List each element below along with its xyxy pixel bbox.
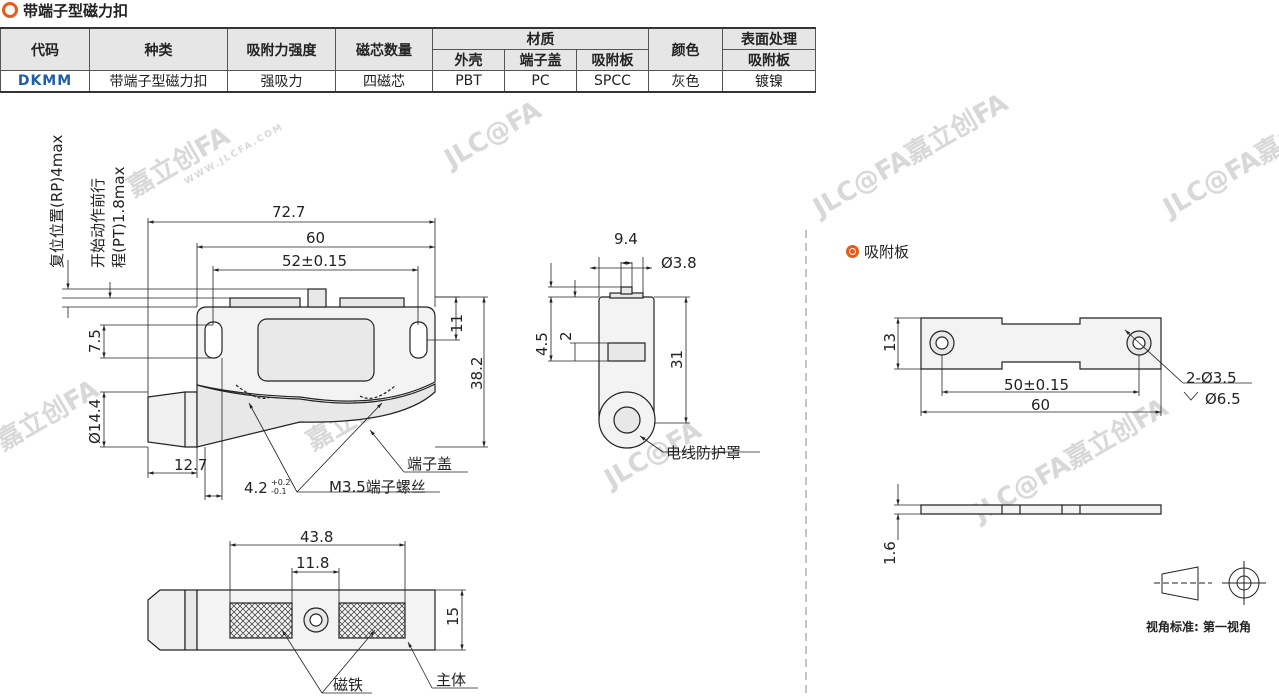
dim-9-4: 9.4 <box>614 230 638 248</box>
cell-surface: 镀镍 <box>722 70 816 93</box>
th-code: 代码 <box>0 27 90 71</box>
spec-table: 代码 种类 吸附力强度 磁芯数量 材质 颜色 表面处理 外壳 端子盖 吸附板 吸… <box>0 27 816 93</box>
dot-bullet-icon <box>846 245 859 258</box>
countersink: Ø6.5 <box>1205 390 1241 408</box>
screw-hidden-right <box>359 384 397 399</box>
callout-screw: M3.5端子螺丝 <box>329 478 426 496</box>
cell-color: 灰色 <box>648 70 723 93</box>
side-dims <box>548 257 760 453</box>
dim-43-8: 43.8 <box>300 528 333 546</box>
dim-72-7: 72.7 <box>272 203 305 221</box>
plate-side-dims <box>894 484 921 540</box>
projection-cone-icon <box>1161 566 1199 601</box>
plate-dim-labels: 50±0.15 60 2-Ø3.5 Ø6.5 13 <box>881 333 1241 414</box>
plate-side <box>920 504 1162 515</box>
cable-inner-circle <box>613 406 641 434</box>
hole-count: 2-Ø3.5 <box>1186 369 1237 387</box>
top-pad-left <box>229 297 301 308</box>
dim-11-8: 11.8 <box>296 554 329 572</box>
th-terminal-cover: 端子盖 <box>504 49 577 71</box>
dim-d14-4: Ø14.4 <box>86 399 104 444</box>
dim-50: 50±0.15 <box>1004 376 1069 394</box>
side-dim-labels: 9.4 Ø3.8 电线防护罩 4.5 2 31 <box>533 230 741 462</box>
ring-bullet-icon <box>2 2 18 18</box>
plate-dims <box>894 317 1252 416</box>
cell-terminal-cover: PC <box>504 70 577 93</box>
dim-13: 13 <box>881 333 899 352</box>
cell-code: DKMM <box>0 70 90 93</box>
callout-cover: 端子盖 <box>407 455 452 473</box>
front-dim-labels: 72.7 60 52±0.15 12.7 4.2 +0.2 -0.1 M3.5端… <box>48 134 486 497</box>
cell-force: 强吸力 <box>227 70 336 93</box>
th-material: 材质 <box>432 27 649 50</box>
mount-slot-left <box>204 321 223 359</box>
cell-cores: 四磁芯 <box>335 70 433 93</box>
magnet-left <box>229 602 293 639</box>
top-dims <box>229 541 478 694</box>
plate-hole-left <box>935 336 949 350</box>
top-pad-right <box>339 297 405 308</box>
cell-type: 带端子型磁力扣 <box>89 70 228 93</box>
label-pretravel-1: 开始动作前行 <box>89 178 107 268</box>
dim-d3-8: Ø3.8 <box>661 254 697 272</box>
tol-lower: -0.1 <box>271 487 287 496</box>
label-reset: 复位位置(RP)4max <box>48 134 66 268</box>
callout-cable: 电线防护罩 <box>666 444 741 462</box>
plate-dim-60: 60 <box>1031 396 1050 414</box>
th-color: 颜色 <box>648 27 723 71</box>
cable-boot <box>147 391 198 448</box>
dim-1-6: 1.6 <box>881 541 899 565</box>
cell-shell: PBT <box>432 70 505 93</box>
tol-upper: +0.2 <box>271 478 290 487</box>
plate-outline <box>920 317 1162 370</box>
first-angle-symbol <box>1154 561 1266 605</box>
th-type: 种类 <box>89 27 228 71</box>
view-note: 视角标准: 第一视角 <box>1146 620 1251 634</box>
th-cores: 磁芯数量 <box>335 27 433 71</box>
top-dim-labels: 43.8 11.8 磁铁 主体 15 <box>296 528 466 694</box>
side-actuator <box>620 286 633 295</box>
dim-60: 60 <box>306 229 325 247</box>
cell-plate: SPCC <box>576 70 649 93</box>
th-plate: 吸附板 <box>576 49 649 71</box>
mount-slot-right <box>409 321 428 359</box>
dim-31: 31 <box>668 350 686 369</box>
dim-4-2: 4.2 <box>244 479 268 497</box>
dim-7-5: 7.5 <box>86 329 104 353</box>
section-title: 带端子型磁力扣 <box>2 0 128 20</box>
front-dims <box>62 218 488 500</box>
label-pretravel-2: 程(PT)1.8max <box>110 166 128 268</box>
top-cable-boot <box>147 589 186 651</box>
dim-15: 15 <box>444 607 462 626</box>
side-clip <box>607 342 646 362</box>
top-center-hole <box>309 613 323 627</box>
th-surface: 表面处理 <box>722 27 816 50</box>
plate-title: 吸附板 <box>846 241 909 262</box>
callout-body: 主体 <box>436 671 466 689</box>
th-surface-plate: 吸附板 <box>722 49 816 71</box>
magnet-right <box>338 602 406 639</box>
plate-top-view <box>920 317 1162 370</box>
callout-magnet: 磁铁 <box>333 676 363 694</box>
dim-12-7: 12.7 <box>174 456 207 474</box>
plate-side-view <box>920 504 1162 515</box>
screw-hidden-left <box>235 384 273 399</box>
actuator <box>307 288 327 308</box>
dim-4-5: 4.5 <box>533 332 551 356</box>
top-boot-ring <box>184 589 198 651</box>
side-view <box>598 286 656 449</box>
dim-11: 11 <box>448 314 466 333</box>
dim-2: 2 <box>557 331 575 341</box>
dim-52: 52±0.15 <box>282 252 347 270</box>
top-view <box>147 589 436 651</box>
window <box>257 318 375 382</box>
th-shell: 外壳 <box>432 49 505 71</box>
dim-38-2: 38.2 <box>468 357 486 390</box>
front-view <box>147 288 436 448</box>
